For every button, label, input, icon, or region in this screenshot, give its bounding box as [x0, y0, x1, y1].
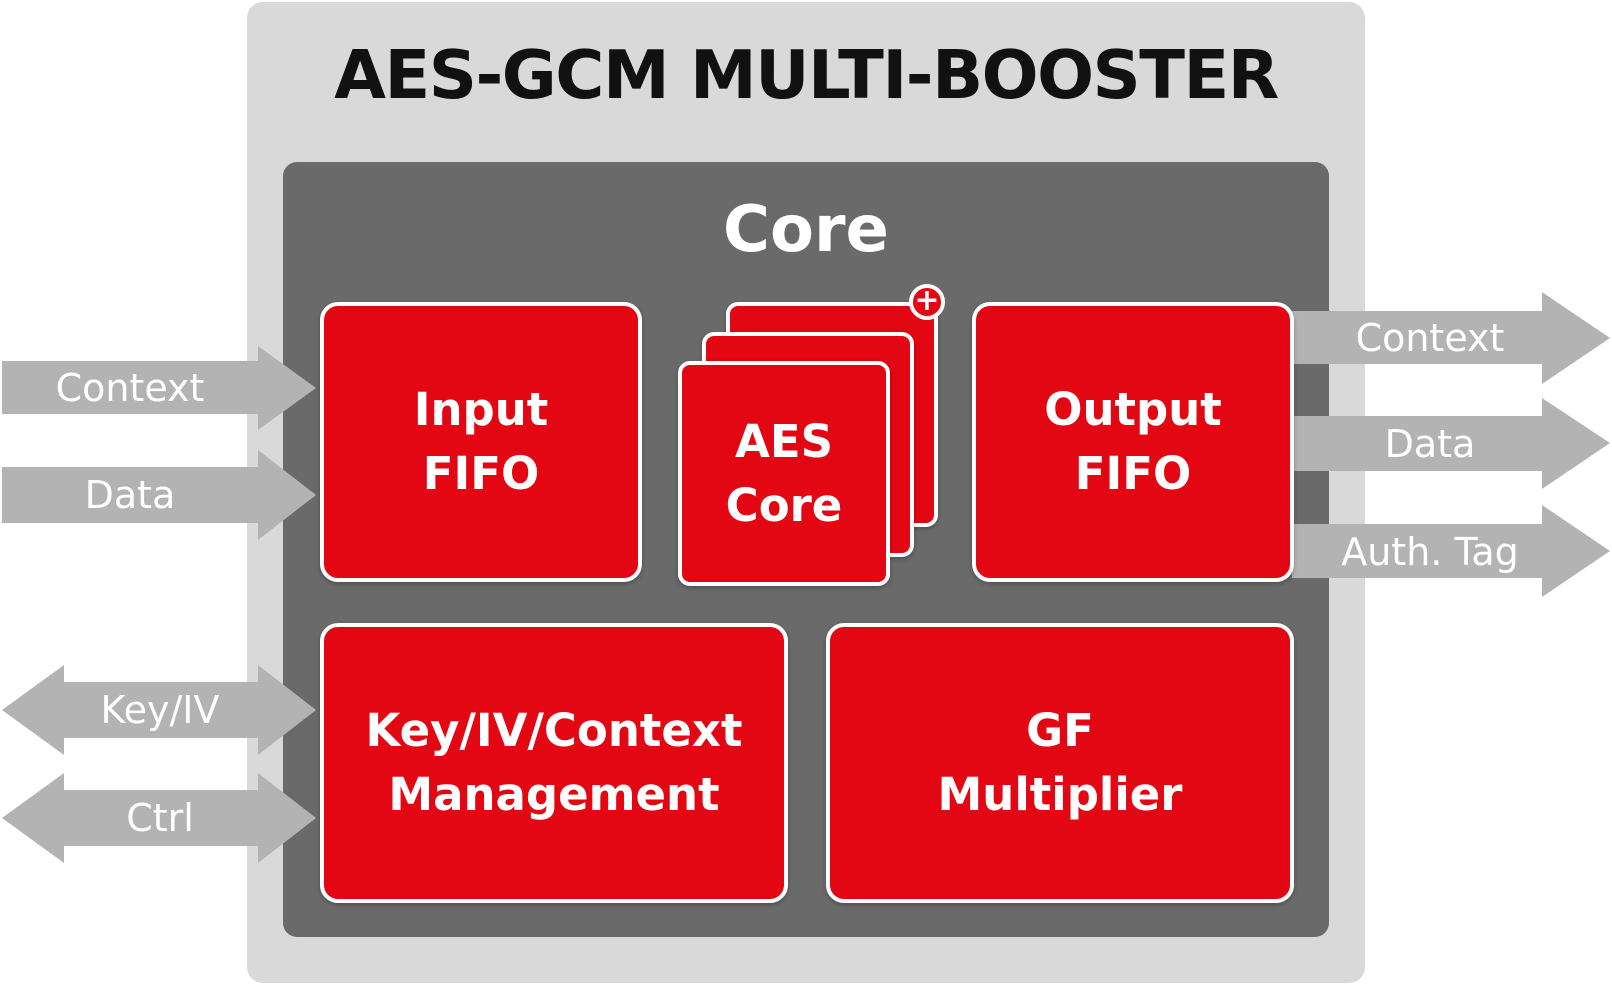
bidir-arrow-key-iv — [2, 665, 316, 755]
output-arrow-context — [1292, 292, 1610, 384]
plus-icon: + — [909, 284, 945, 320]
output-label-auth-tag: Auth. Tag — [1341, 530, 1519, 574]
output-label-data: Data — [1384, 422, 1476, 466]
bidir-arrow-ctrl — [2, 773, 316, 863]
key-iv-context-management-block: Key/IV/Context Management — [320, 623, 788, 903]
output-arrow-auth-tag — [1292, 505, 1610, 597]
key-iv-context-label: Key/IV/Context Management — [365, 704, 743, 821]
output-label-context: Context — [1355, 316, 1505, 360]
input-arrow-context — [2, 346, 316, 430]
output-arrow-data — [1292, 398, 1610, 489]
input-arrow-data — [2, 450, 316, 540]
input-fifo-block: Input FIFO — [320, 302, 642, 582]
input-fifo-label: Input FIFO — [413, 383, 549, 500]
gf-multiplier-label: GF Multiplier — [937, 704, 1183, 821]
core-title: Core — [723, 193, 889, 267]
gf-multiplier-block: GF Multiplier — [826, 623, 1294, 903]
diagram-title: AES-GCM MULTI-BOOSTER — [334, 36, 1279, 114]
input-label-context: Context — [55, 366, 205, 410]
output-fifo-label: Output FIFO — [1044, 383, 1222, 500]
bidir-label-key-iv: Key/IV — [100, 688, 220, 732]
bidir-label-ctrl: Ctrl — [126, 796, 194, 840]
aes-core-block: AES Core — [678, 361, 890, 586]
input-label-data: Data — [84, 473, 176, 517]
aes-core-label: AES Core — [725, 414, 843, 532]
output-fifo-block: Output FIFO — [972, 302, 1294, 582]
